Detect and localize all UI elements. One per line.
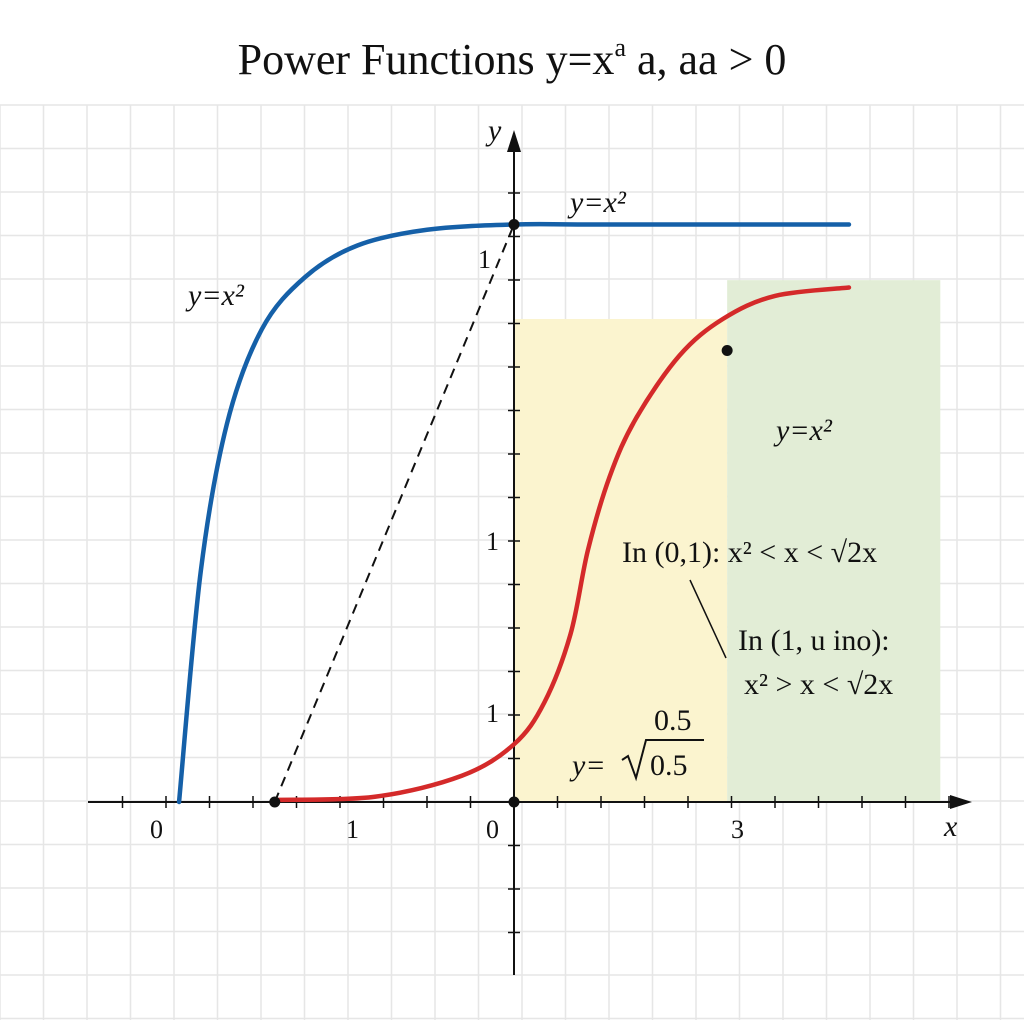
shaded-region (727, 280, 941, 802)
x-tick-label: 1 (346, 815, 359, 844)
sqrt-label-prefix: y= (569, 749, 606, 782)
x-tick-label: 0 (486, 815, 499, 844)
sqrt-radical-icon (621, 739, 704, 782)
x-axis-arrow (950, 795, 972, 809)
data-point (508, 796, 520, 808)
label-green-region: y=x² (773, 414, 833, 447)
axes (88, 130, 972, 975)
label-left-curve: y=x² (185, 279, 245, 312)
sqrt-top-value: 0.5 (654, 704, 692, 737)
interval-note-2-line1: In (1, u ino): (738, 624, 890, 657)
data-point (269, 796, 281, 808)
shaded-region (514, 319, 728, 802)
sqrt-label-value: 0.5 (650, 749, 688, 782)
series-line-red (272, 285, 852, 803)
y-tick-label: 1 (486, 699, 499, 728)
interval-note-2-line2: x² > x < √2x (744, 668, 893, 701)
interval-note-1: In (0,1): x² < x < √2x (622, 536, 877, 569)
dashed-chord (273, 224, 515, 803)
marked-points (269, 219, 733, 808)
annotation-leader (689, 579, 727, 659)
label-top-curve: y=x² (567, 186, 627, 219)
data-point (508, 219, 520, 230)
chart-title: Power Functions y=xa a, aa > 0 (238, 33, 787, 84)
x-axis-label: x (943, 810, 958, 843)
data-point (721, 345, 733, 356)
x-tick-label: 0 (150, 815, 163, 844)
x-tick-label: 3 (731, 815, 744, 844)
y-axis-arrow (507, 130, 521, 152)
shaded-regions (514, 280, 941, 802)
y-tick-label: 1 (486, 527, 499, 556)
y-axis-label: y (485, 114, 502, 147)
series-line-blue (176, 221, 852, 805)
y-tick-label: 1 (478, 245, 491, 274)
series-curves (176, 221, 852, 805)
